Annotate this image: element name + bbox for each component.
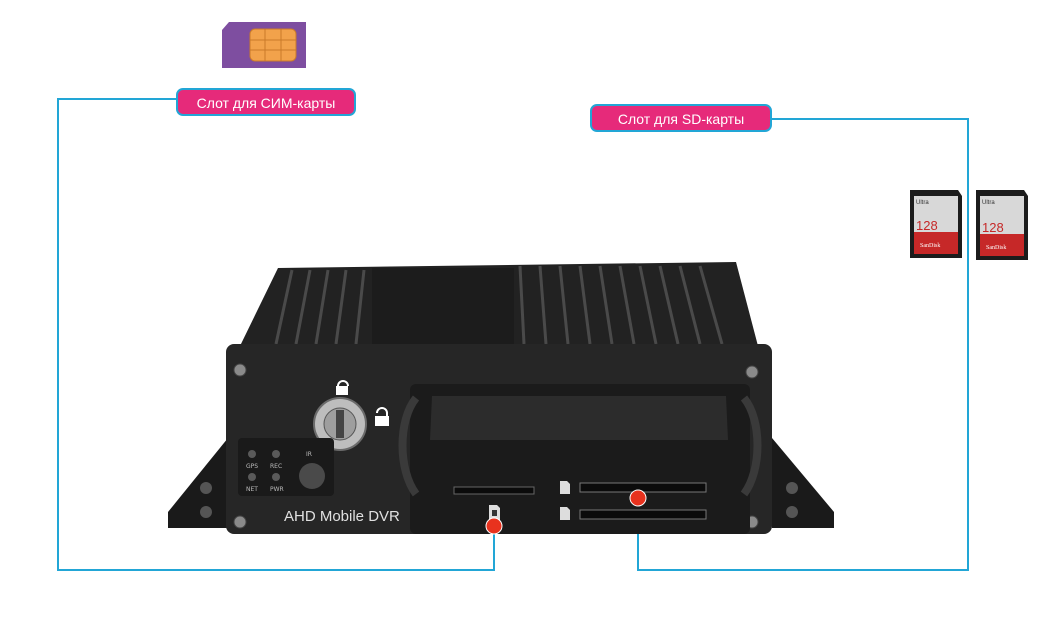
indicator-pwr: PWR (270, 486, 284, 493)
sd-slot-2 (579, 509, 707, 520)
sd-card-image-2: Ultra 128 SanDisk (976, 190, 1028, 260)
sd-card-1-capacity: 128 (916, 218, 938, 233)
lock-icon (375, 407, 389, 426)
screw-top-left (233, 363, 247, 377)
sim-slot-label: Слот для СИМ-карты (176, 88, 356, 116)
callout-lines (57, 98, 969, 571)
sim-card-image (222, 22, 306, 68)
left-bracket (168, 438, 228, 528)
sim-slot (453, 486, 535, 495)
unlock-icon (336, 380, 349, 395)
dvr-device: GPS REC NET PWR IR AHD Mobile DVR (168, 262, 834, 534)
sd-card-2-capacity: 128 (982, 220, 1004, 235)
right-handle (740, 395, 762, 497)
sd-slot-marker (629, 489, 647, 507)
sim-slot-icon (489, 505, 500, 520)
screw-top-right (745, 365, 759, 379)
sd-slot-1-icon (560, 481, 570, 494)
sd-card-1-brand: SanDisk (920, 243, 940, 249)
right-bracket (772, 438, 834, 528)
left-handle (398, 395, 420, 497)
ir-label: IR (306, 451, 312, 458)
indicator-rec: REC (270, 463, 282, 470)
sim-callout-line (57, 98, 495, 571)
sd-slot-label: Слот для SD-карты (590, 104, 772, 132)
indicator-gps: GPS (246, 463, 258, 470)
model-text: AHD Mobile DVR (284, 508, 400, 525)
sd-card-2-brand: SanDisk (986, 245, 1006, 251)
sd-card-1-line: Ultra (916, 200, 929, 206)
sd-callout-line (637, 118, 969, 571)
lock-key (313, 397, 367, 451)
screw-bottom-left (233, 515, 247, 529)
sim-slot-marker (485, 517, 503, 535)
sd-slot-1 (579, 482, 707, 493)
indicator-net: NET (246, 486, 258, 493)
sd-card-image-1: Ultra 128 SanDisk (910, 190, 962, 258)
sd-slot-2-icon (560, 507, 570, 520)
sd-card-2-line: Ultra (982, 200, 995, 206)
ir-sensor (299, 463, 325, 489)
